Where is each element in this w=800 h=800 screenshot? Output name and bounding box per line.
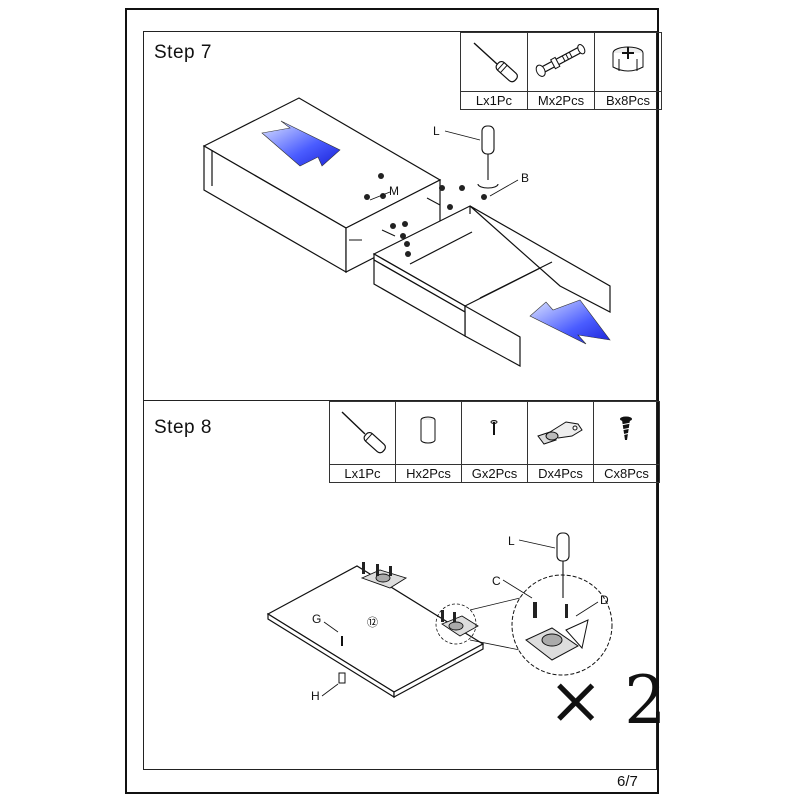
cam-lock-icon: [594, 32, 662, 92]
step-divider: [143, 400, 657, 401]
direction-arrow-icon: [529, 299, 611, 345]
panel-number-label: ⑫: [367, 616, 378, 629]
step-8-parts-table: Lx1Pc Hx2Pcs Gx2Pcs Dx4Pcs Cx8Pcs: [329, 401, 660, 483]
callout-C: C: [492, 574, 501, 588]
callout-L: L: [508, 534, 515, 548]
screwdriver-icon: [477, 125, 499, 189]
quantity-multiplier: × 2: [548, 662, 667, 739]
screw-icon: [533, 602, 568, 618]
page-number: 6/7: [617, 773, 638, 790]
step-7-title: Step 7: [154, 42, 212, 63]
screw-icon: [593, 401, 660, 465]
screwdriver-icon: [556, 532, 570, 598]
pin-icon: [461, 401, 528, 465]
callout-H: H: [311, 689, 320, 703]
part-label: Dx4Pcs: [527, 464, 594, 483]
hinge-icon: [527, 401, 594, 465]
step-7-parts-table: Lx1Pc Mx2Pcs Bx8Pcs: [460, 32, 662, 110]
step-8-title: Step 8: [154, 417, 212, 438]
door-panel: [266, 565, 485, 699]
dowel-icon: [395, 401, 462, 465]
detail-zoom-circle: [511, 574, 613, 676]
direction-arrow-icon: [261, 120, 341, 167]
callout-D: D: [600, 593, 609, 607]
part-label: Mx2Pcs: [527, 91, 595, 110]
cam-bolt-icon: [527, 32, 595, 92]
part-label: Bx8Pcs: [594, 91, 662, 110]
callout-B: B: [521, 171, 529, 185]
right-frame-part: [372, 205, 611, 368]
part-label: Cx8Pcs: [593, 464, 660, 483]
callout-G: G: [312, 612, 321, 626]
part-label: Gx2Pcs: [461, 464, 528, 483]
hinge-detail: [525, 619, 589, 661]
callout-L: L: [433, 124, 440, 138]
callout-M: M: [389, 184, 399, 198]
screwdriver-icon: [329, 401, 396, 465]
